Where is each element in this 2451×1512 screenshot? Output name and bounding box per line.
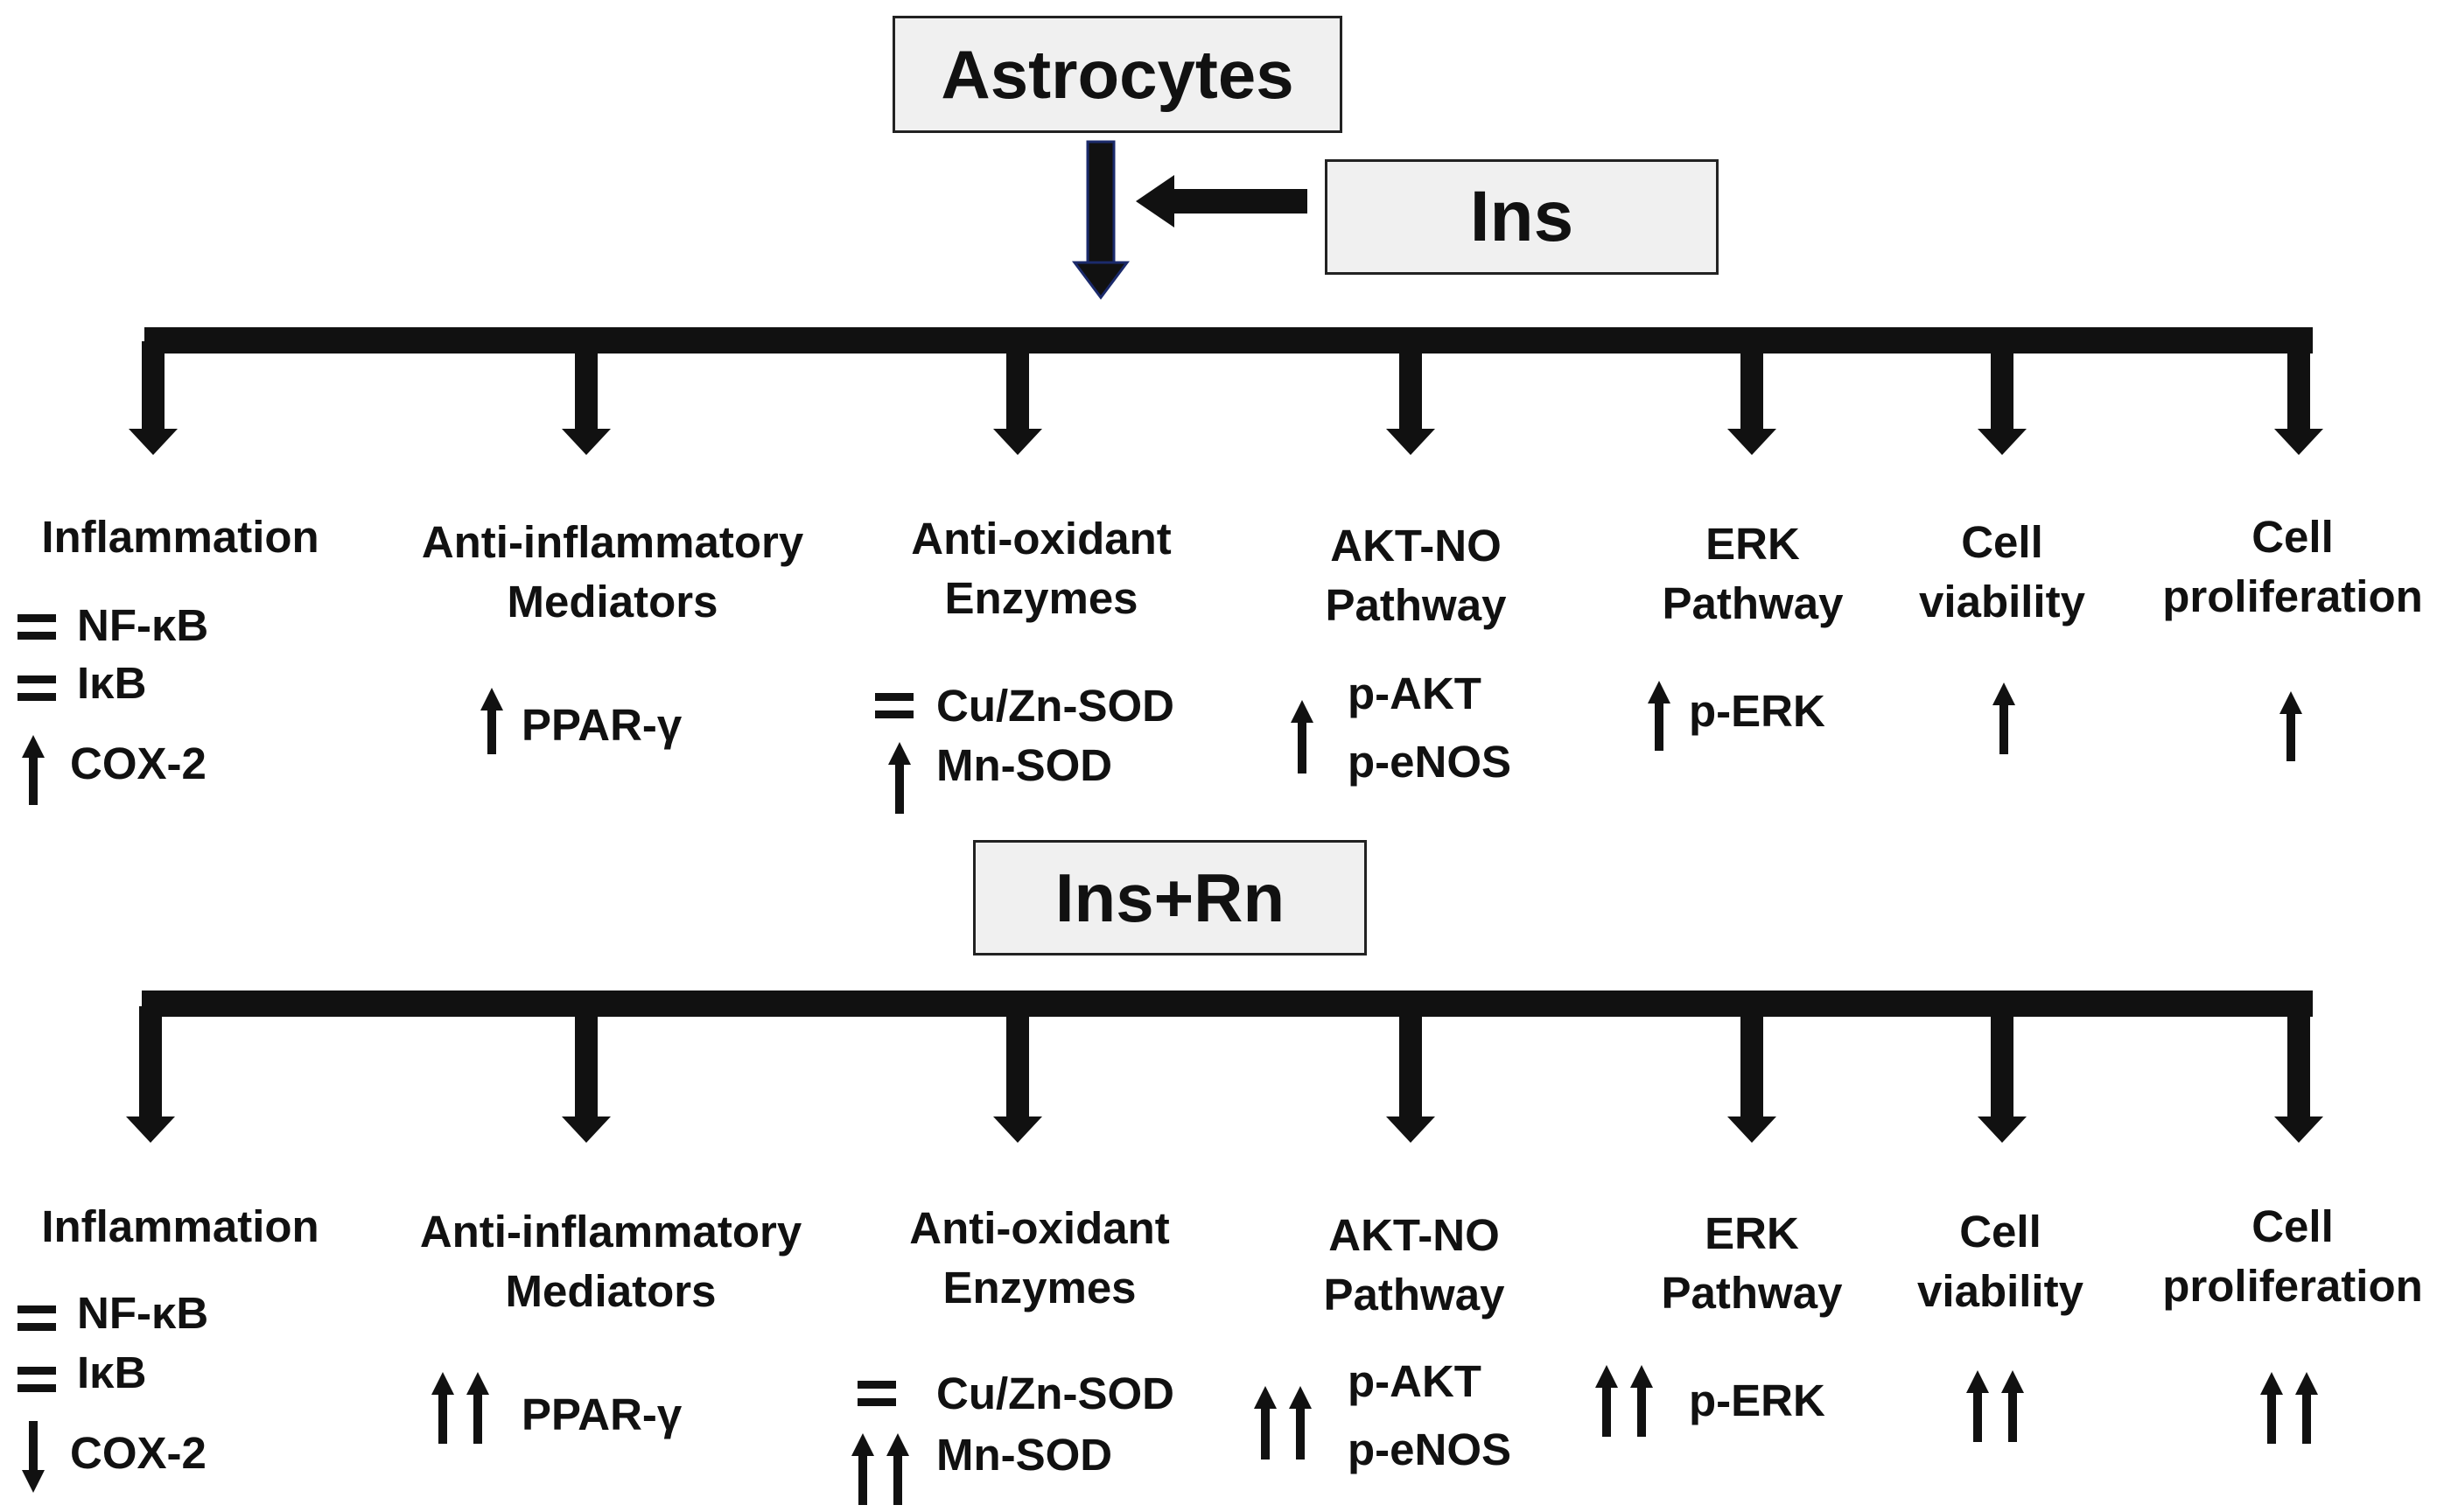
bottom-marker-p-erk: p-ERK	[1689, 1376, 1825, 1425]
bottom-drop-arrow-inflammation	[126, 1006, 175, 1143]
ins-rn-p-erk-effect	[1594, 1365, 1654, 1437]
top-branch-bar	[144, 327, 2313, 354]
ins-rn-proliferation-effect	[2259, 1372, 2319, 1444]
top-marker-ppar: PPAR-γ	[522, 700, 683, 750]
top-marker-p-erk: p-ERK	[1689, 686, 1825, 736]
top-marker-cuzn-sod: Cu/Zn-SOD	[936, 681, 1174, 731]
top-drop-arrow-viability	[1978, 341, 2027, 455]
bottom-branch-bar	[142, 990, 2313, 1017]
bottom-marker-p-akt: p-AKT	[1348, 1356, 1481, 1406]
ins-rn-ikb-effect	[18, 1367, 56, 1393]
bottom-marker-mn-sod: Mn-SOD	[936, 1430, 1113, 1480]
top-marker-p-akt: p-AKT	[1348, 668, 1481, 718]
top-marker-mn-sod: Mn-SOD	[936, 740, 1113, 790]
bottom-marker-nfkb: NF-κB	[77, 1288, 209, 1338]
ins-cox2-effect	[21, 735, 46, 805]
bottom-label-inflammation: Inflammation	[41, 1201, 319, 1251]
bottom-marker-ikb: IκB	[77, 1348, 147, 1397]
bottom-marker-cuzn-sod: Cu/Zn-SOD	[936, 1368, 1174, 1418]
top-drop-arrow-proliferation	[2274, 341, 2323, 455]
ins-akt-enos-effect	[1290, 700, 1314, 774]
ins-cuzn-sod-effect	[875, 693, 914, 719]
top-drop-arrow-erk	[1727, 341, 1776, 455]
ins-rn-mn-sod-effect	[851, 1433, 910, 1505]
ins-rn-nfkb-effect	[18, 1306, 56, 1332]
ins-left-arrow	[1136, 175, 1307, 228]
bottom-drop-arrow-proliferation	[2274, 1006, 2323, 1143]
ins-rn-cox2-effect	[21, 1421, 46, 1493]
top-drop-arrow-anti-inflammatory	[562, 341, 611, 455]
ins-ikb-effect	[18, 676, 56, 702]
bottom-marker-p-enos: p-eNOS	[1348, 1424, 1512, 1474]
bottom-branch-arrows	[126, 1006, 2323, 1143]
bottom-drop-arrow-anti-inflammatory	[562, 1006, 611, 1143]
top-drop-arrow-inflammation	[129, 341, 178, 455]
ins-box: Ins	[1325, 159, 1719, 275]
ins-rn-box: Ins+Rn	[973, 840, 1367, 956]
ins-p-erk-effect	[1647, 681, 1671, 751]
top-drop-arrow-antioxidant	[993, 341, 1042, 455]
ins-rn-akt-enos-effect	[1253, 1386, 1313, 1460]
top-marker-ikb: IκB	[77, 658, 147, 708]
top-drop-arrow-akt-no	[1386, 341, 1435, 455]
bottom-drop-arrow-antioxidant	[993, 1006, 1042, 1143]
bottom-drop-arrow-viability	[1978, 1006, 2027, 1143]
astrocytes-box: Astrocytes	[893, 16, 1342, 133]
bottom-marker-cox2: COX-2	[70, 1428, 207, 1478]
bottom-marker-ppar: PPAR-γ	[522, 1390, 683, 1439]
ins-proliferation-effect	[2279, 691, 2303, 761]
bottom-drop-arrow-erk	[1727, 1006, 1776, 1143]
bottom-drop-arrow-akt-no	[1386, 1006, 1435, 1143]
ins-ppar-effect	[480, 688, 504, 754]
ins-mn-sod-effect	[887, 742, 912, 814]
astrocytes-down-arrow	[1072, 140, 1130, 300]
ins-rn-cuzn-sod-effect	[858, 1381, 896, 1407]
top-branch-arrows	[129, 341, 2323, 455]
top-marker-p-enos: p-eNOS	[1348, 737, 1512, 787]
ins-rn-viability-effect	[1965, 1370, 2025, 1442]
ins-nfkb-effect	[18, 614, 56, 640]
top-label-inflammation: Inflammation	[41, 512, 319, 562]
top-marker-cox2: COX-2	[70, 738, 207, 788]
top-marker-nfkb: NF-κB	[77, 600, 209, 650]
ins-rn-ppar-effect	[431, 1372, 490, 1444]
ins-viability-effect	[1992, 682, 2016, 754]
